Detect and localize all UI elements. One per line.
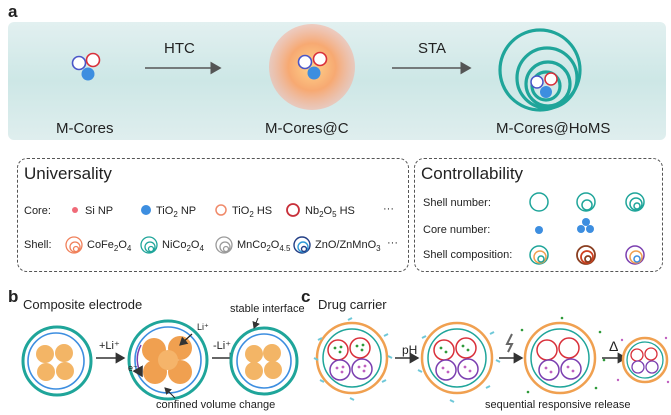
electrode-diagram [21,317,299,401]
drug-carrier-ph-released [417,321,501,403]
shell-item-nico2o4: NiCo2O4 [162,239,204,254]
shell-composition-label: Shell composition: [423,249,513,261]
light-icon [505,333,514,353]
electron-label: e⁻ [128,363,138,373]
single-core-icon [535,226,543,234]
sequential-release-label: sequential responsive release [485,399,631,411]
triple-shell-icon [625,192,645,212]
core-row-label: Core: [24,205,51,217]
shell-ellipsis: ··· [387,237,398,249]
universality-icons [65,203,311,254]
nico2o4-shell-icon [140,236,158,254]
tio2-hs-icon [215,204,227,216]
m-cores-label: M-Cores [56,120,114,137]
drug-carrier-title: Drug carrier [318,297,387,312]
mnco2o4-shell-icon [215,236,233,254]
ph-label: pH [402,343,418,357]
electrode-particle-initial [21,325,93,397]
heat-delta-label: Δ [609,338,619,354]
panel-c-letter: c [301,287,311,306]
m-cores-homs-graphic [498,28,582,112]
m-cores-homs-label: M-Cores@HoMS [496,120,611,137]
sta-label: STA [418,40,447,57]
drug-carrier-light-released [520,316,606,395]
universality-title: Universality [24,164,112,183]
li-ion-label: Li⁺ [197,322,209,332]
core-item-nb2o5-hs: Nb2O5 HS [305,205,355,220]
double-shell-icon [576,192,596,212]
shell-row-label: Shell: [24,239,52,251]
nb2o5-hs-icon [286,203,300,217]
htc-label: HTC [164,40,195,57]
shell-number-label: Shell number: [423,197,491,209]
core-number-label: Core number: [423,224,491,236]
tio2-np-icon [141,205,151,215]
core-item-tio2-np: TiO2 NP [156,205,197,220]
drug-carrier-loaded [313,317,393,401]
drug-carrier-heat-released [616,336,670,384]
single-shell-icon [529,192,549,212]
znmno3-shell-icon [293,236,311,254]
si-np-icon [72,207,78,213]
composition-brown-icon [576,245,596,265]
minus-li-label: -Li⁺ [213,340,232,352]
synthesis-diagram [71,24,582,112]
shell-item-znmno3: ZnO/ZnMnO3 [315,239,381,254]
controllability-box [414,158,663,272]
m-cores-c-label: M-Cores@C [265,120,349,137]
controllability-title: Controllability [421,164,524,183]
stable-interface-label: stable interface [230,303,305,315]
shell-item-cofe2o4: CoFe2O4 [87,239,132,254]
core-item-si: Si NP [85,205,114,217]
panel-a-letter: a [8,2,18,21]
electrode-particle-lithiated [127,319,209,401]
confined-volume-label: confined volume change [156,399,276,411]
panel-b-letter: b [8,287,19,306]
m-cores-carbon-graphic [269,24,355,110]
composition-teal-icon [529,245,549,265]
shell-item-mnco2o4: MnCo2O4.5 [237,239,291,254]
composition-purple-icon [625,245,645,265]
composite-electrode-title: Composite electrode [23,297,143,312]
core-ellipsis: ··· [383,203,394,215]
m-cores-graphic [71,52,101,81]
multi-core-icon [577,218,594,233]
cofe2o4-shell-icon [65,236,83,254]
core-item-tio2-hs: TiO2 HS [232,205,273,220]
drug-carrier-diagram [313,316,670,403]
universality-box [17,158,409,272]
electrode-particle-delithiated [229,326,299,396]
plus-li-label: +Li⁺ [99,340,120,352]
controllability-icons [529,192,645,265]
